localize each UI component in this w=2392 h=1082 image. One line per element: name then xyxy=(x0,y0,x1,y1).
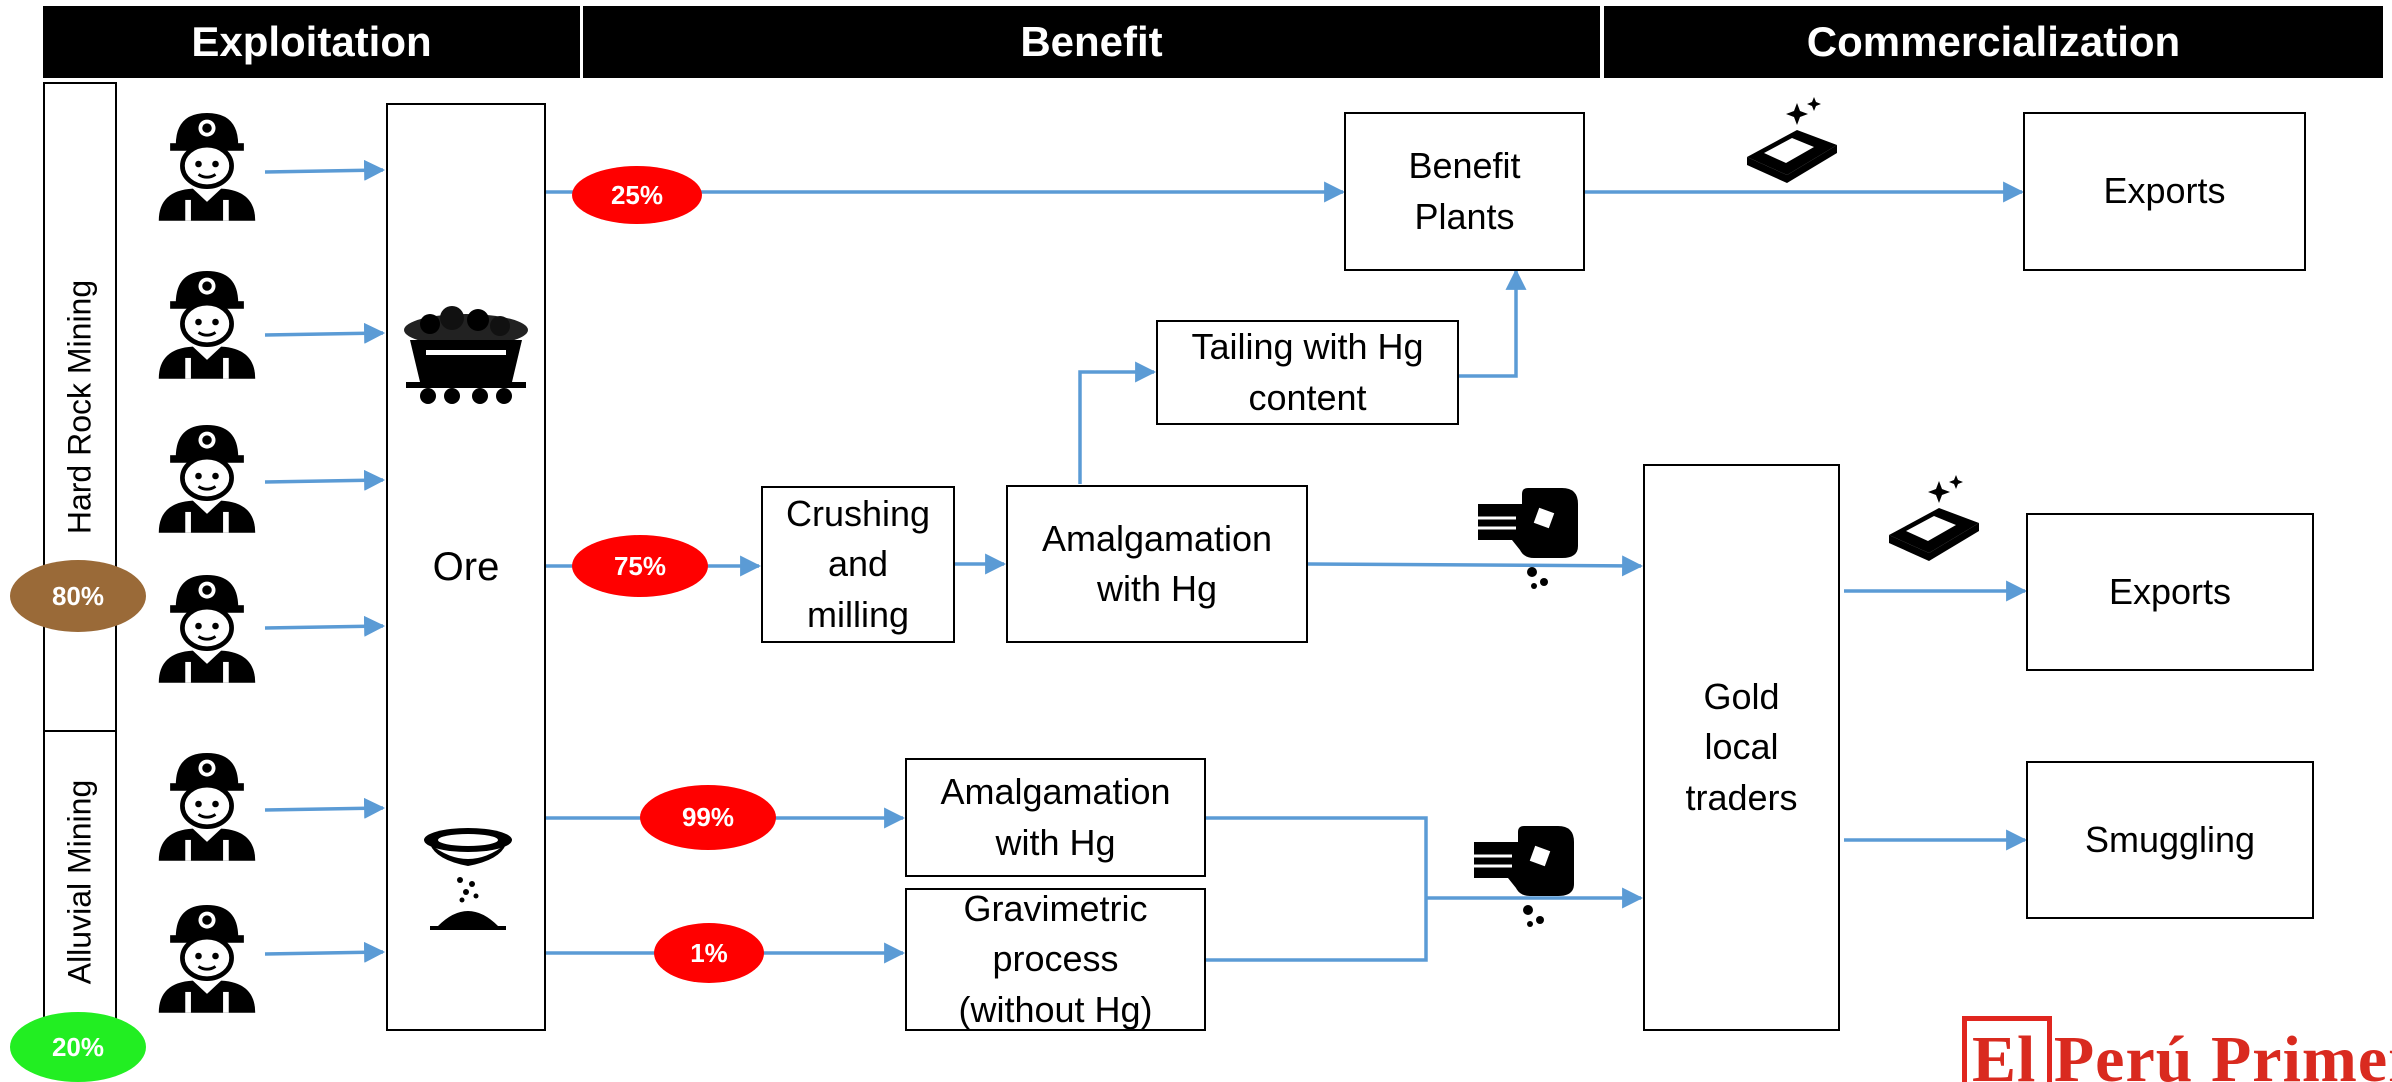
miner-arrow-3 xyxy=(264,469,386,491)
miner-icon xyxy=(155,896,259,1016)
ore-cart-icon xyxy=(404,306,528,404)
alluvial-share-badge: 20% xyxy=(10,1012,146,1082)
crushing-box: Crushing and milling xyxy=(761,486,955,643)
el-peru-primero-logo: El Perú Primero xyxy=(1962,1016,2392,1082)
tailing-box: Tailing with Hg content xyxy=(1156,320,1459,425)
ore-box: Ore xyxy=(386,103,546,1031)
gold-bar-icon xyxy=(1742,94,1842,186)
amalgamation-alluvial-box: Amalgamation with Hg xyxy=(905,758,1206,877)
logo-text: El Perú Primero xyxy=(1972,1023,2392,1082)
hard-rock-mining-label: Hard Rock Mining xyxy=(61,279,98,535)
hard-rock-share-badge: 80% xyxy=(10,560,146,632)
amalgamation-hard-rock-box: Amalgamation with Hg xyxy=(1006,485,1308,643)
miner-icon xyxy=(155,416,259,536)
gold-pan-icon xyxy=(424,828,512,930)
benefit-plants-share-badge: 25% xyxy=(572,166,702,224)
header-exploitation: Exploitation xyxy=(43,6,580,78)
miner-icon xyxy=(155,566,259,686)
gravimetric-box: Gravimetric process (without Hg) xyxy=(905,888,1206,1031)
miner-arrow-5 xyxy=(264,797,386,819)
hand-nugget-icon xyxy=(1470,484,1580,594)
hard-rock-mining-label-box: Hard Rock Mining xyxy=(43,82,117,732)
ore-label: Ore xyxy=(432,545,500,589)
gold-bar-icon xyxy=(1884,472,1984,564)
header-benefit: Benefit xyxy=(583,6,1600,78)
alluvial-mining-label: Alluvial Mining xyxy=(61,779,98,985)
smuggling-box: Smuggling xyxy=(2026,761,2314,919)
miner-icon xyxy=(155,262,259,382)
miner-arrow-1 xyxy=(264,159,386,181)
miner-icon xyxy=(155,744,259,864)
benefit-plants-box: Benefit Plants xyxy=(1344,112,1585,271)
miner-arrow-4 xyxy=(264,615,386,637)
gold-traders-box: Gold local traders xyxy=(1643,464,1840,1031)
logo-frame xyxy=(1962,1016,2052,1082)
header-commercialization: Commercialization xyxy=(1604,6,2383,78)
miner-icon xyxy=(155,104,259,224)
alluvial-amalgamation-share-badge: 99% xyxy=(640,785,776,850)
alluvial-amalgamation-merge-line xyxy=(1206,816,1428,962)
miner-arrow-6 xyxy=(264,941,386,963)
exports-plants-box: Exports xyxy=(2023,112,2306,271)
tailing-to-plants-arrow xyxy=(1459,268,1527,378)
exports-traders-box: Exports xyxy=(2026,513,2314,671)
alluvial-mining-label-box: Alluvial Mining xyxy=(43,730,117,1034)
amalgamation-to-tailing-arrow xyxy=(1078,361,1157,484)
amalgamation-to-traders-arrow xyxy=(1307,555,1644,577)
gravimetric-share-badge: 1% xyxy=(654,923,764,983)
hand-nugget-icon xyxy=(1466,822,1576,932)
miner-arrow-2 xyxy=(264,322,386,344)
crushing-share-badge: 75% xyxy=(572,535,708,597)
